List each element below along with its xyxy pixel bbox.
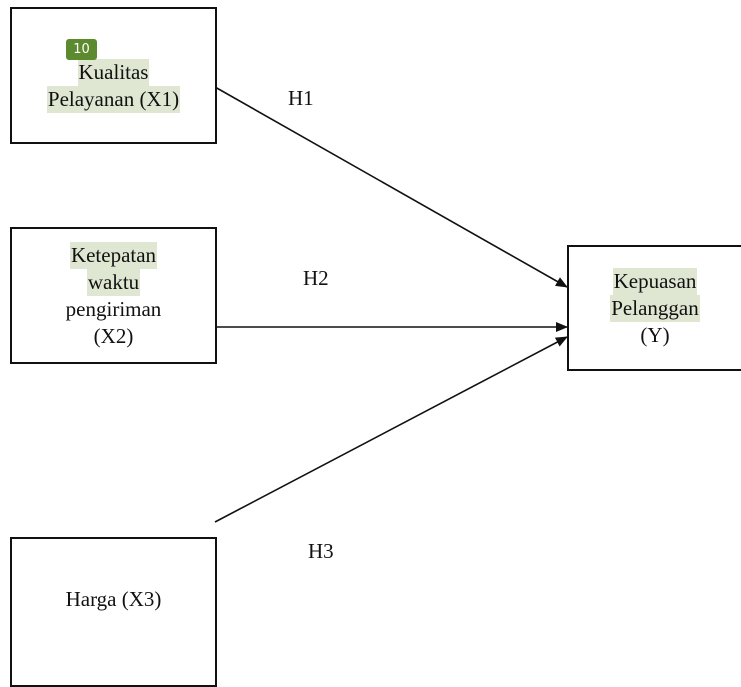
comment-badge[interactable]: 10 <box>66 39 97 60</box>
edge-label-h1: H1 <box>288 86 314 110</box>
node-x2-line-4: (X2) <box>93 323 134 348</box>
arrows-layer <box>214 86 568 523</box>
node-harga: Harga (X3) <box>10 537 217 687</box>
node-y-line-2: Pelanggan <box>610 294 700 322</box>
node-ketepatan-waktu: Ketepatan waktu pengiriman (X2) <box>10 227 217 364</box>
edge-label-h3: H3 <box>308 539 334 563</box>
node-x2-line-3: pengiriman <box>65 296 162 321</box>
node-x2-line-1: Ketepatan <box>69 241 158 269</box>
node-x3-line-1: Harga (X3) <box>65 586 162 611</box>
node-y-line-3: (Y) <box>640 322 670 347</box>
arrow-h1 <box>214 86 568 288</box>
node-x2-line-2: waktu <box>86 268 141 296</box>
node-x1-line-1: Kualitas <box>77 58 150 86</box>
arrow-h3 <box>214 336 568 523</box>
edge-label-h2: H2 <box>303 266 329 290</box>
node-kualitas-pelayanan: Kualitas Pelayanan (X1) <box>10 7 217 144</box>
node-kepuasan-pelanggan: Kepuasan Pelanggan (Y) <box>567 245 741 371</box>
node-y-line-1: Kepuasan <box>612 267 698 295</box>
node-x1-line-2: Pelayanan (X1) <box>46 85 181 113</box>
